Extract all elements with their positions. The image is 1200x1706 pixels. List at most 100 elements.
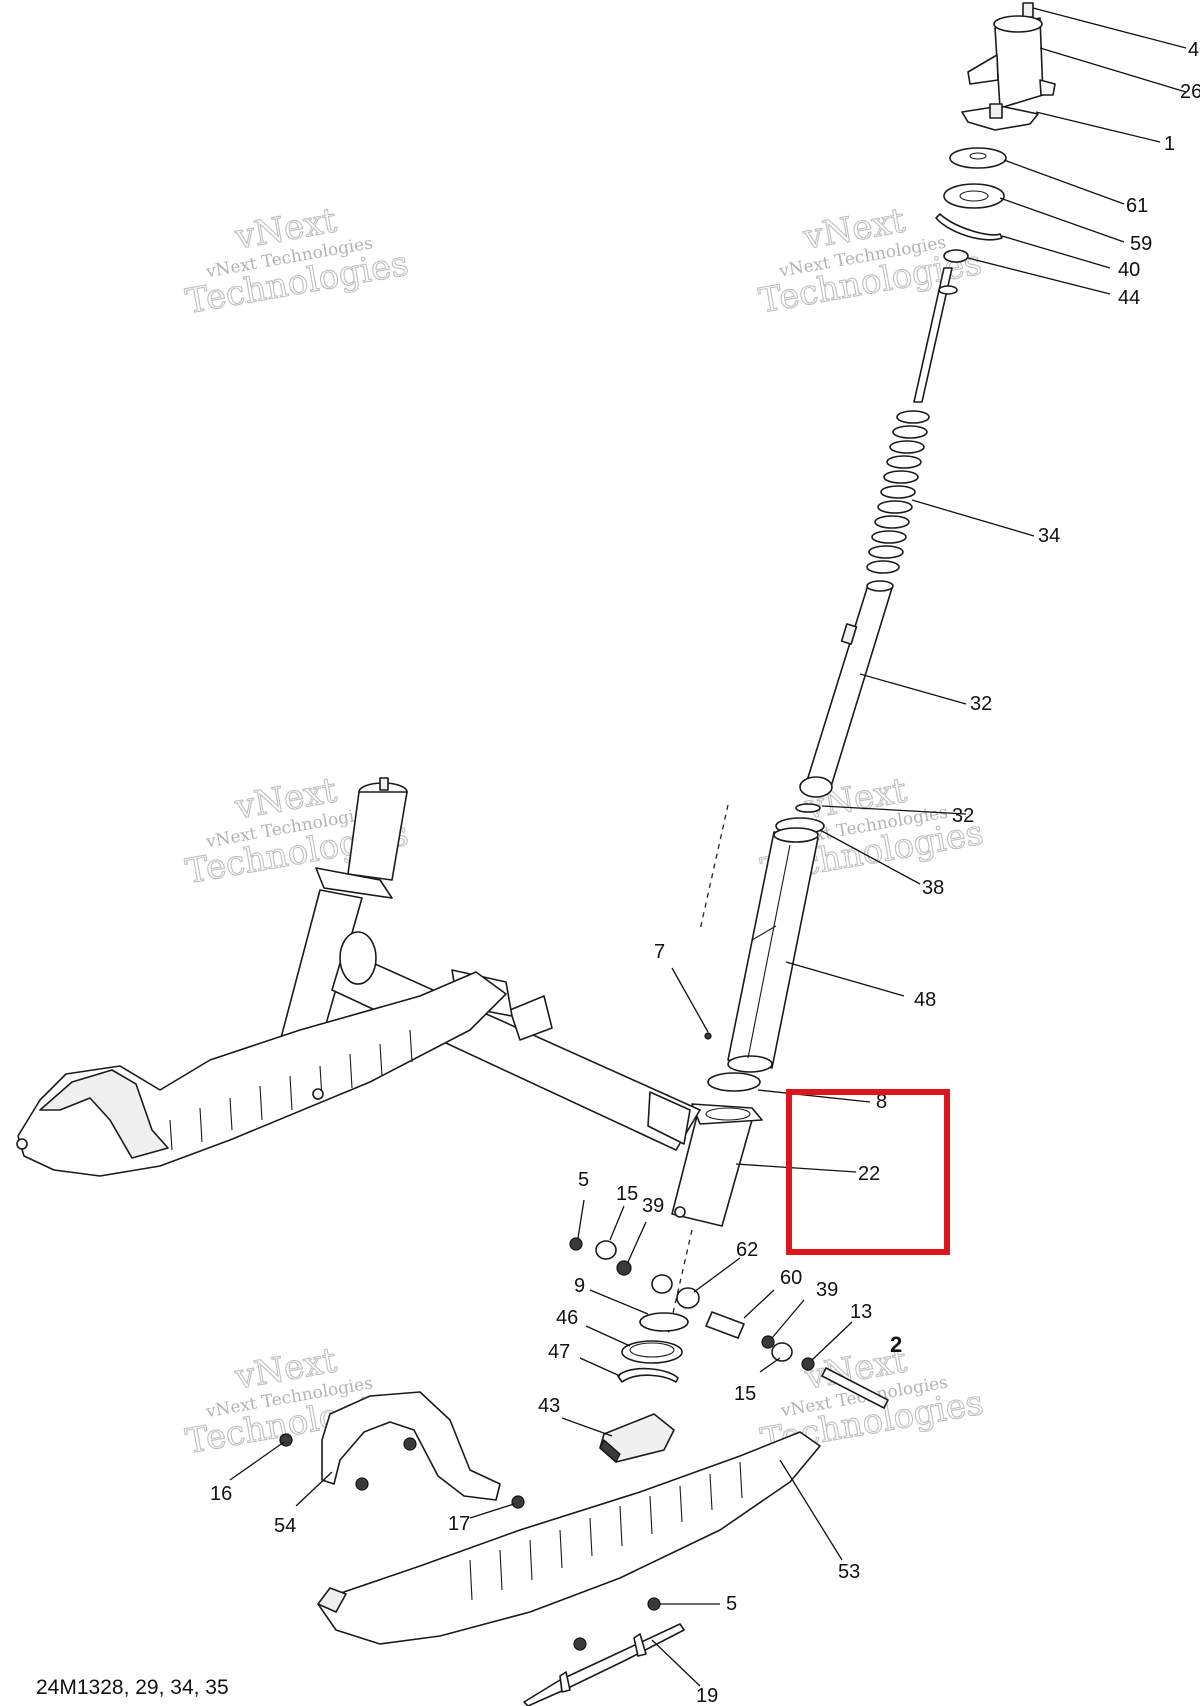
cross-beam-mount — [647, 1091, 691, 1145]
right-ski-ribs — [469, 1461, 743, 1601]
callout-label: 61 — [1126, 195, 1148, 217]
outer-tube-band — [751, 925, 777, 941]
callout-label: 54 — [274, 1515, 296, 1537]
grease-fitting-7 — [704, 1032, 712, 1040]
callout-labels: 4 26 1 61 59 40 44 34 32 32 38 48 7 8 22… — [210, 39, 1200, 1706]
retainer-plate — [943, 183, 1005, 209]
left-strut-upper — [347, 791, 408, 881]
shock-eye — [799, 776, 833, 798]
right-ski-body — [317, 1431, 821, 1645]
sleeve-60 — [705, 1311, 745, 1339]
callout-label: 17 — [448, 1513, 470, 1535]
callout-label: 19 — [696, 1685, 718, 1706]
bolt-2 — [821, 1367, 889, 1409]
callout-label: 9 — [574, 1275, 585, 1297]
callout-label: 46 — [556, 1307, 578, 1329]
callout-label: 60 — [780, 1267, 802, 1289]
upper-strut-assembly — [727, 2, 1056, 1073]
mount-stud — [989, 103, 1003, 119]
callout-label: 2 — [890, 1332, 902, 1357]
washer-15a — [595, 1240, 617, 1260]
lower-strut-group — [667, 804, 763, 1336]
callout-label: 7 — [654, 941, 665, 963]
callout-label: 8 — [876, 1091, 887, 1113]
drawing-code: 24M1328, 29, 34, 35 — [36, 1676, 229, 1699]
runner-stud-b — [633, 1633, 647, 1657]
callout-label: 39 — [642, 1195, 664, 1217]
left-strut-bolt — [379, 777, 389, 791]
cross-beam-end — [339, 931, 377, 985]
top-bolt — [1022, 2, 1034, 18]
carbide-runner — [523, 1623, 685, 1706]
axis-line — [667, 1229, 693, 1336]
upper-housing-top — [993, 15, 1043, 33]
callout-label: 15 — [616, 1183, 638, 1205]
wear-pad-43-shadow — [599, 1439, 621, 1463]
left-ski-bolt — [312, 1088, 324, 1100]
callout-label: 13 — [850, 1301, 872, 1323]
outer-tube-bottom — [727, 1055, 773, 1073]
washer-39a — [616, 1260, 632, 1276]
outer-tube-seam — [747, 844, 791, 1059]
bolt-16b — [403, 1437, 417, 1451]
spindle-flange — [691, 1103, 763, 1125]
upper-housing-bracket — [967, 54, 999, 85]
ski-handle-loop — [321, 1391, 501, 1501]
seal-32 — [795, 803, 821, 813]
ring-9 — [639, 1312, 689, 1332]
left-ski-loop — [39, 1069, 169, 1159]
callout-label: 1 — [1164, 133, 1175, 155]
bolt-17 — [511, 1495, 525, 1509]
callout-label: 39 — [816, 1279, 838, 1301]
callout-label: 47 — [548, 1341, 570, 1363]
callout-label: 22 — [858, 1163, 880, 1185]
shock-body-tab — [840, 623, 858, 645]
callout-label: 59 — [1130, 233, 1152, 255]
snap-ring-40 — [935, 213, 1003, 241]
retainer-plate-hole — [959, 190, 989, 202]
rod-collar — [938, 285, 958, 295]
hardware-group — [279, 1032, 889, 1651]
callout-label: 53 — [838, 1561, 860, 1583]
nut-5a — [569, 1237, 583, 1251]
left-ski-body — [17, 971, 507, 1177]
bushing-62a — [651, 1274, 673, 1294]
nut-5b — [647, 1597, 661, 1611]
shock-body-top — [866, 580, 894, 592]
spindle-bore — [705, 1107, 751, 1121]
ring-46 — [621, 1340, 683, 1364]
outer-tube-top — [773, 827, 819, 843]
left-ski-assembly — [16, 777, 701, 1177]
washer-39b — [761, 1335, 775, 1349]
cross-beam-bracket — [509, 995, 553, 1041]
nut-44 — [943, 249, 969, 263]
runner-stud — [559, 1671, 571, 1693]
ring-46-inner — [629, 1342, 675, 1358]
callout-label: 40 — [1118, 259, 1140, 281]
callout-label: 16 — [210, 1483, 232, 1505]
spindle-pin — [674, 1206, 686, 1218]
callout-label: 44 — [1118, 287, 1140, 309]
watermark-top-left: vNext Technologies vNext Technologies — [182, 200, 412, 323]
callout-label: 48 — [914, 989, 936, 1011]
circlip-47 — [617, 1367, 679, 1383]
axis-line-upper — [699, 804, 729, 931]
washer-61 — [949, 147, 1007, 169]
bushing-8 — [707, 1072, 761, 1092]
left-strut-clamp — [315, 867, 393, 899]
shock-rod — [913, 267, 953, 403]
leader-lines — [229, 7, 1187, 1687]
callout-label: 26 — [1180, 81, 1200, 103]
outer-tube — [727, 831, 819, 1069]
right-ski-tip — [317, 1587, 347, 1613]
left-ski-ribs — [169, 1029, 413, 1151]
shock-body — [805, 584, 893, 791]
callout-label: 34 — [1038, 525, 1060, 547]
nut-13 — [801, 1357, 815, 1371]
coil-spring — [866, 410, 930, 574]
bushing-62b — [676, 1287, 700, 1309]
left-ski-tip-bolt — [16, 1138, 28, 1150]
callout-label: 5 — [578, 1169, 589, 1191]
callout-label: 43 — [538, 1395, 560, 1417]
